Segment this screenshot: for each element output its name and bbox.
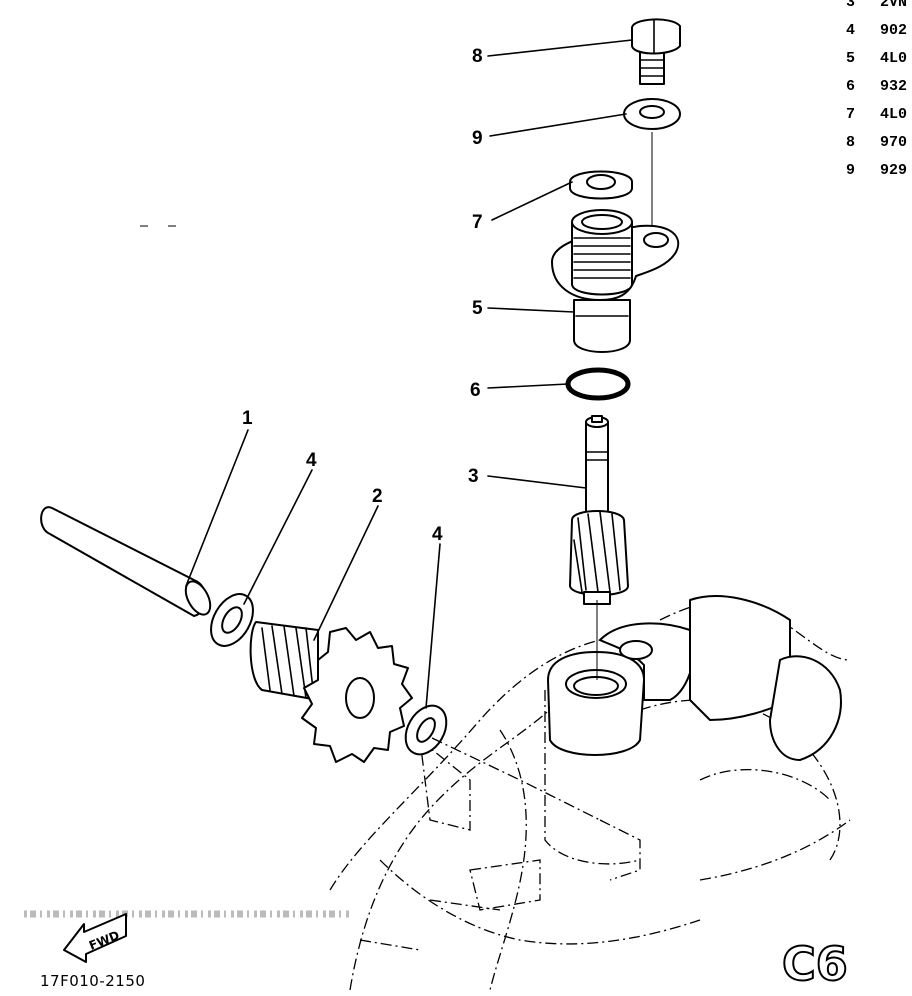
figure-code: 17F010-2150 (40, 972, 145, 990)
case-boss (547, 595, 842, 761)
parts-table-row-code: 970 (880, 134, 907, 151)
leader-lines (185, 39, 633, 709)
parts-table: 3 2VN 4 902 5 4L0 6 932 7 4L0 8 970 9 92… (846, 0, 907, 179)
callout-2: 2 (372, 486, 383, 507)
callout-4-right: 4 (432, 524, 443, 545)
bushing (569, 170, 633, 200)
callout-7: 7 (472, 212, 483, 233)
parts-table-row-code: 932 (880, 78, 907, 95)
parts-table-row-code: 4L0 (880, 50, 907, 67)
callout-8: 8 (472, 46, 483, 67)
callout-3: 3 (468, 466, 479, 487)
parts-table-row-code: 902 (880, 22, 907, 39)
centerline (431, 737, 601, 821)
callout-4-left: 4 (306, 450, 317, 471)
washer-4-right (404, 704, 448, 756)
callout-6: 6 (470, 380, 481, 401)
page-code: C6 (782, 937, 848, 991)
fwd-arrow-icon: FWD (63, 913, 127, 963)
parts-table-row-no: 4 (846, 22, 855, 39)
gear-shaft-pin (40, 506, 212, 617)
driven-gear-shaft (569, 415, 629, 605)
callout-1: 1 (242, 408, 253, 429)
parts-table-row-code: 2VN (880, 0, 907, 11)
parts-table-row-no: 8 (846, 134, 855, 151)
washer-4-left (210, 593, 254, 647)
parts-table-row-no: 6 (846, 78, 855, 95)
callout-9: 9 (472, 128, 483, 149)
bolt (631, 18, 681, 85)
parts-table-row-no: 7 (846, 106, 855, 123)
o-ring (565, 367, 631, 401)
parts-table-row-code: 929 (880, 162, 907, 179)
drive-gear (249, 621, 413, 763)
parts-table-row-no: 5 (846, 50, 855, 67)
parts-table-row-no: 3 (846, 0, 855, 11)
sleeve-housing (551, 209, 680, 353)
washer-9 (623, 98, 681, 130)
parts-table-row-no: 9 (846, 162, 855, 179)
parts-table-row-code: 4L0 (880, 106, 907, 123)
callout-5: 5 (472, 298, 483, 319)
